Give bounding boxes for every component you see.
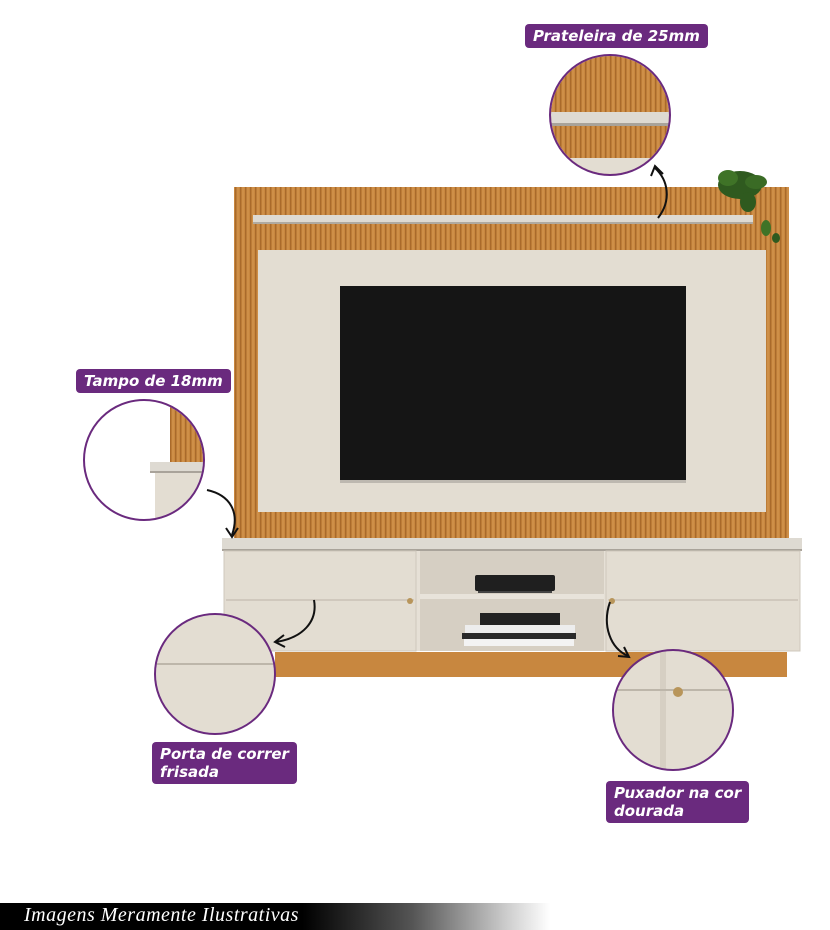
tv-box xyxy=(475,575,555,591)
label-door: Porta de correr frisada xyxy=(152,742,297,784)
top-shelf xyxy=(253,215,753,223)
left-handle xyxy=(407,598,413,604)
right-door xyxy=(605,550,801,652)
label-handle: Puxador na cor dourada xyxy=(606,781,750,823)
rack-top xyxy=(222,538,802,550)
zoom-door-detail xyxy=(154,613,276,735)
books xyxy=(462,613,576,646)
label-top: Tampo de 18mm xyxy=(76,369,231,393)
tv-screen xyxy=(340,286,686,482)
arrows xyxy=(206,164,668,659)
footer-bar: Imagens Meramente Ilustrativas xyxy=(0,903,550,930)
plant-decoration xyxy=(718,170,780,243)
zoom-shelf-detail xyxy=(549,54,671,176)
footer-disclaimer: Imagens Meramente Ilustrativas xyxy=(24,904,299,926)
label-shelf: Prateleira de 25mm xyxy=(525,24,708,48)
zoom-top-detail xyxy=(83,399,205,521)
zoom-handle-detail xyxy=(612,649,734,771)
